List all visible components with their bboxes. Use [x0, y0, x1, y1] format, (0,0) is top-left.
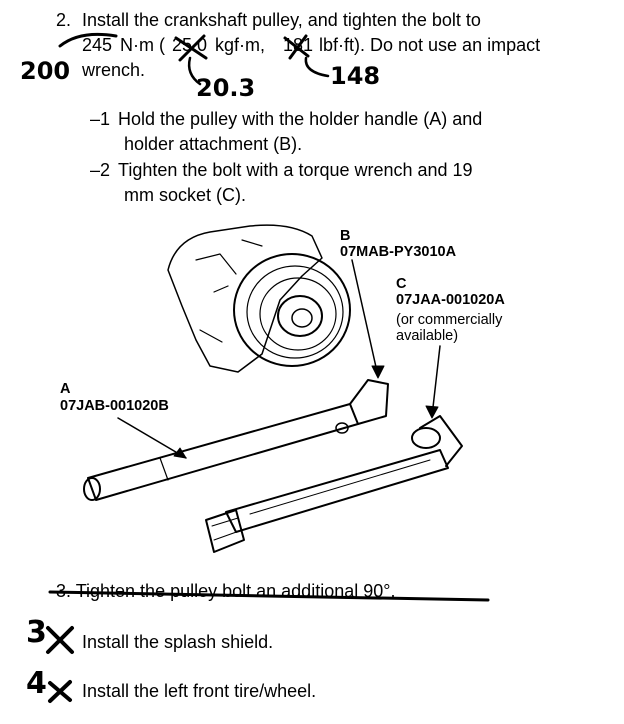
leader-c: [431, 345, 441, 417]
substep-1-number: –1: [90, 109, 111, 129]
arrow-a: [173, 447, 187, 459]
torque-nm-original: 245: [82, 35, 113, 55]
hook-kgf: [187, 56, 202, 86]
step-4-new-text: Install the left front tire/wheel.: [82, 681, 317, 701]
holder-handle-a: [83, 379, 389, 501]
strike-kgf: [174, 34, 208, 62]
callout-b-letter: B: [340, 228, 351, 244]
torque-wrench-c: [205, 415, 463, 553]
callout-c-note-2: available): [396, 328, 459, 344]
callout-c-part: 07JAA-001020A: [396, 292, 505, 308]
step-3-strike-line: [48, 590, 490, 602]
step-2-line-1: Install the crankshaft pulley, and tight…: [82, 10, 481, 30]
leader-a: [117, 417, 187, 459]
substep-1-line-1: Hold the pulley with the holder handle (…: [118, 109, 483, 129]
callout-a-letter: A: [60, 381, 71, 397]
step-3-new-text: Install the splash shield.: [82, 632, 274, 652]
unit-lbf: lbf·ft). Do not use an impact: [319, 35, 541, 55]
strike-lbf: [283, 34, 310, 60]
handwritten-torque-lbf: 148: [330, 62, 381, 90]
arrow-c: [425, 405, 439, 419]
arrow-b: [371, 365, 385, 379]
crankshaft-pulley: [233, 253, 351, 367]
unit-kgf: kgf·m,: [215, 35, 266, 55]
strike-nm: [58, 32, 118, 48]
step-2-number: 2.: [56, 10, 72, 30]
substep-2-number: –2: [90, 160, 111, 180]
substep-1-line-2: holder attachment (B).: [124, 134, 303, 154]
handwritten-step-4-number: 4: [26, 666, 47, 701]
x-mark-step-3: [46, 626, 74, 654]
substep-2-line-1: Tighten the bolt with a torque wrench an…: [118, 160, 473, 180]
hook-lbf: [304, 56, 330, 78]
engine-outline: [167, 224, 323, 373]
handwritten-torque-nm: 200: [20, 57, 71, 85]
callout-b-part: 07MAB-PY3010A: [340, 244, 457, 260]
handwritten-step-3-number: 3: [26, 615, 47, 650]
unit-nm: N·m (: [120, 35, 165, 55]
substep-2-line-2: mm socket (C).: [124, 185, 247, 205]
x-mark-step-4: [48, 680, 72, 703]
callout-c-note-1: (or commercially: [396, 312, 503, 328]
callout-c-letter: C: [396, 276, 407, 292]
callout-a-part: 07JAB-001020B: [60, 398, 169, 414]
leader-b: [351, 259, 379, 377]
step-2-line-3: wrench.: [82, 60, 146, 80]
handwritten-torque-kgf: 20.3: [196, 74, 256, 102]
